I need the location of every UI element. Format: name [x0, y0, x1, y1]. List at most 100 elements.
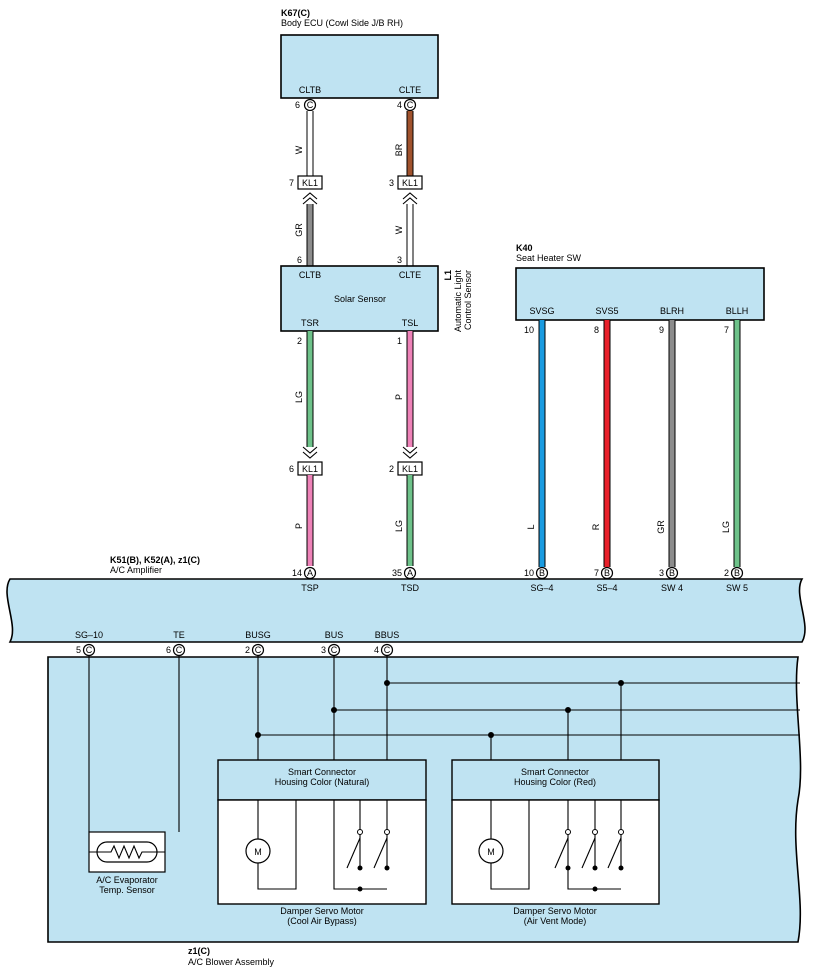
seat-wire-label: L	[526, 524, 536, 529]
amp-name: A/C Amplifier	[110, 565, 162, 575]
switch-contact	[592, 865, 598, 871]
amp-bottom-pin-label: BBUS	[375, 630, 400, 640]
amp-top-pin-num: 2	[724, 568, 729, 578]
ecu-name: Body ECU (Cowl Side J/B RH)	[281, 18, 403, 28]
switch-contact	[357, 829, 363, 835]
switch-icon	[554, 837, 569, 869]
ecu-connector-left	[303, 98, 317, 112]
amp-top-conn-letter: B	[734, 568, 740, 578]
amp-top-pin-label: SW 4	[661, 583, 683, 593]
amp-bottom-connector	[251, 643, 265, 657]
amp-bottom-pin-num: 3	[321, 645, 326, 655]
kl1-upper-right-label: KL1	[402, 178, 418, 188]
sensor-name-1: Automatic Light	[453, 270, 463, 333]
sensor-code: L1	[443, 270, 453, 281]
sc1-label-2: Housing Color (Natural)	[275, 777, 370, 787]
solar-sensor-box	[280, 265, 439, 332]
ecu-code: K67(C)	[281, 8, 310, 18]
amp-top-connector	[665, 566, 679, 580]
amp-top-conn-letter: B	[539, 568, 545, 578]
motor-1-wiring	[257, 800, 297, 890]
seat-wire-label: GR	[656, 520, 666, 534]
thermistor-icon	[89, 844, 165, 860]
amp-top-connector	[600, 566, 614, 580]
motor-2-wiring	[490, 800, 530, 890]
amp-top-pin-num: 3	[659, 568, 664, 578]
amp-top-connector	[730, 566, 744, 580]
junction-dot	[592, 886, 598, 892]
switch-contact	[565, 865, 571, 871]
chevron-down-icon	[402, 446, 418, 459]
kl1-lower-left-label: KL1	[302, 464, 318, 474]
solar-sensor-title: Solar Sensor	[334, 294, 386, 304]
sensor-pin-tsl: TSL	[402, 318, 419, 328]
ecu-pin-num-right: 4	[397, 100, 402, 110]
kl1-lower-right-label: KL1	[402, 464, 418, 474]
sc2-label-2: Housing Color (Red)	[514, 777, 596, 787]
wire-label-w: W	[294, 145, 304, 154]
amp-bottom-conn-letter: C	[86, 645, 93, 655]
switch-icon	[373, 837, 388, 869]
switch-contact	[618, 829, 624, 835]
ac-amplifier-box	[6, 578, 806, 643]
switch-contact	[384, 829, 390, 835]
wire-label-p: P	[394, 394, 404, 400]
seat-wire-label: R	[591, 523, 601, 530]
junction-dot	[331, 707, 337, 713]
ecu-pin-clte: CLTE	[399, 85, 421, 95]
amp-top-connector	[535, 566, 549, 580]
seat-heater-box	[515, 267, 765, 321]
kl1-upper-left	[297, 175, 323, 190]
wire-label-lg: LG	[294, 391, 304, 403]
ecu-pin-num-left: 6	[295, 100, 300, 110]
chevron-down-icon	[302, 446, 318, 459]
motor-1-label-1: Damper Servo Motor	[280, 906, 364, 916]
kl1-upper-left-label: KL1	[302, 178, 318, 188]
evap-label-2: Temp. Sensor	[99, 885, 155, 895]
wire-label-br: BR	[394, 143, 404, 156]
amp-top-conn-letter: B	[669, 568, 675, 578]
amp-top-pin-num: 14	[292, 568, 302, 578]
kl1-upper-right-num: 3	[389, 178, 394, 188]
amp-top-conn-letter: B	[604, 568, 610, 578]
amp-bottom-pin-num: 4	[374, 645, 379, 655]
sensor-num-top-right: 3	[397, 255, 402, 265]
seat-pin-label: SVS5	[595, 306, 618, 316]
junction-dot	[488, 732, 494, 738]
amp-top-pin-num: 10	[524, 568, 534, 578]
kl1-upper-left-num: 7	[289, 178, 294, 188]
amp-top-pin-num: 35	[392, 568, 402, 578]
amp-code: K51(B), K52(A), z1(C)	[110, 555, 200, 565]
junction-dot	[255, 732, 261, 738]
motor-2-letter: M	[487, 847, 495, 857]
amp-bottom-conn-letter: C	[331, 645, 338, 655]
amp-top-pin-label: TSD	[401, 583, 420, 593]
seat-pin-num: 8	[594, 325, 599, 335]
motor-1-letter: M	[254, 847, 262, 857]
switch-contact	[592, 829, 598, 835]
switch-contact	[618, 865, 624, 871]
sc1-label-1: Smart Connector	[288, 767, 356, 777]
amp-bottom-connector	[82, 643, 96, 657]
ecu-conn-letter-left: C	[307, 100, 314, 110]
switch-icon	[346, 837, 361, 869]
switch-icon	[607, 837, 622, 869]
amp-bottom-conn-letter: C	[255, 645, 262, 655]
seat-pin-label: SVSG	[529, 306, 554, 316]
seat-pin-label: BLLH	[726, 306, 749, 316]
seat-pin-num: 10	[524, 325, 534, 335]
amp-bottom-conn-letter: C	[384, 645, 391, 655]
junction-dot	[565, 707, 571, 713]
chevron-up-icon	[302, 192, 318, 205]
amp-bottom-pin-label: BUSG	[245, 630, 271, 640]
amp-top-pin-num: 7	[594, 568, 599, 578]
body-ecu-box	[280, 34, 439, 99]
switch-contact	[565, 829, 571, 835]
ecu-conn-letter-right: C	[407, 100, 414, 110]
wire-label-gr: GR	[294, 223, 304, 237]
sensor-pin-clte: CLTE	[399, 270, 421, 280]
